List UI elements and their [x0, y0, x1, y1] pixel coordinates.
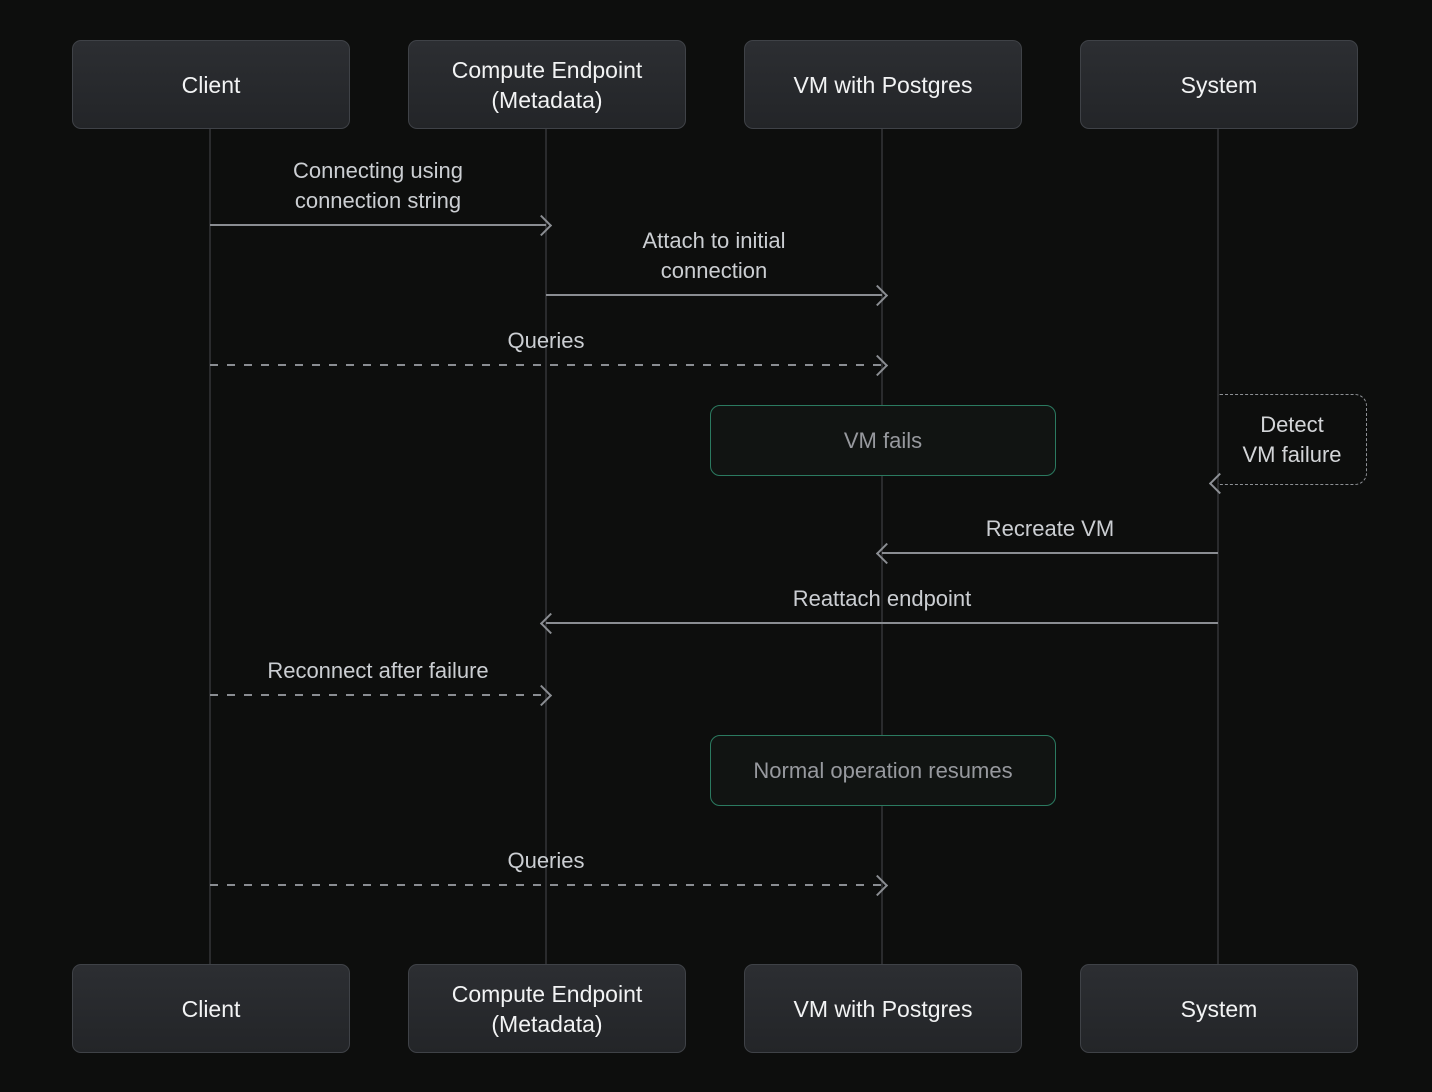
arrow-line	[546, 294, 882, 296]
message-attach: Attach to initial connection	[546, 228, 889, 307]
arrowhead-left-icon	[539, 612, 562, 635]
message-label: Queries	[507, 328, 585, 353]
self-message-detect-vm-failure: Detect VM failure	[1208, 394, 1367, 495]
actor-compute-endpoint-bottom: Compute Endpoint (Metadata)	[408, 964, 686, 1053]
message-label: Reattach endpoint	[792, 586, 972, 611]
self-message-label: Detect VM failure	[1242, 411, 1342, 467]
arrow-line	[882, 552, 1218, 554]
lifeline-compute-endpoint	[545, 127, 547, 965]
arrowhead-left-icon	[1208, 472, 1231, 495]
arrowhead-right-icon	[866, 284, 889, 307]
note-normal-operation: Normal operation resumes	[710, 735, 1056, 806]
arrow-line	[210, 224, 546, 226]
arrowhead-left-icon	[875, 542, 898, 565]
actor-vm-postgres-top: VM with Postgres	[744, 40, 1022, 129]
actor-compute-endpoint-top: Compute Endpoint (Metadata)	[408, 40, 686, 129]
message-label: Reconnect after failure	[267, 658, 489, 683]
message-reattach-endpoint: Reattach endpoint	[539, 586, 1218, 635]
arrowhead-right-icon	[866, 354, 889, 377]
message-label: Attach to initial connection	[642, 228, 786, 283]
arrow-line	[210, 884, 882, 886]
message-recreate-vm: Recreate VM	[875, 516, 1218, 565]
arrow-line	[210, 694, 546, 696]
actor-client-top: Client	[72, 40, 350, 129]
note-label: Normal operation resumes	[753, 757, 1013, 783]
lifeline-vm-postgres	[881, 127, 883, 965]
actor-client-bottom: Client	[72, 964, 350, 1053]
message-label: Connecting using connection string	[292, 158, 463, 213]
message-label: Queries	[507, 848, 585, 873]
message-queries-1: Queries	[210, 328, 889, 377]
arrow-line	[546, 622, 1218, 624]
arrowhead-right-icon	[866, 874, 889, 897]
lifeline-client	[209, 127, 211, 965]
message-connecting: Connecting using connection string	[210, 158, 553, 237]
actor-system-top: System	[1080, 40, 1358, 129]
message-label: Recreate VM	[985, 516, 1115, 541]
note-vm-fails: VM fails	[710, 405, 1056, 476]
message-reconnect: Reconnect after failure	[210, 658, 553, 707]
note-label: VM fails	[843, 427, 923, 453]
actor-vm-postgres-bottom: VM with Postgres	[744, 964, 1022, 1053]
message-queries-2: Queries	[210, 848, 889, 897]
lifeline-system	[1217, 127, 1219, 965]
arrow-line	[210, 364, 882, 366]
arrowhead-right-icon	[530, 684, 553, 707]
actor-system-bottom: System	[1080, 964, 1358, 1053]
